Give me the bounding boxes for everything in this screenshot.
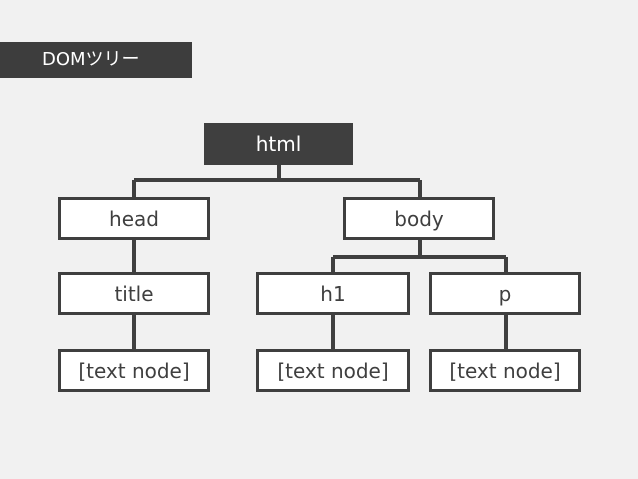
node-head: head: [58, 197, 210, 240]
node-text-title: [text node]: [58, 349, 210, 392]
node-text-h1: [text node]: [256, 349, 410, 392]
node-text-p: [text node]: [429, 349, 581, 392]
node-p: p: [429, 272, 581, 315]
node-h1: h1: [256, 272, 410, 315]
node-html: html: [204, 123, 353, 165]
node-body: body: [343, 197, 495, 240]
slide-title: DOMツリー: [0, 42, 192, 78]
node-title: title: [58, 272, 210, 315]
